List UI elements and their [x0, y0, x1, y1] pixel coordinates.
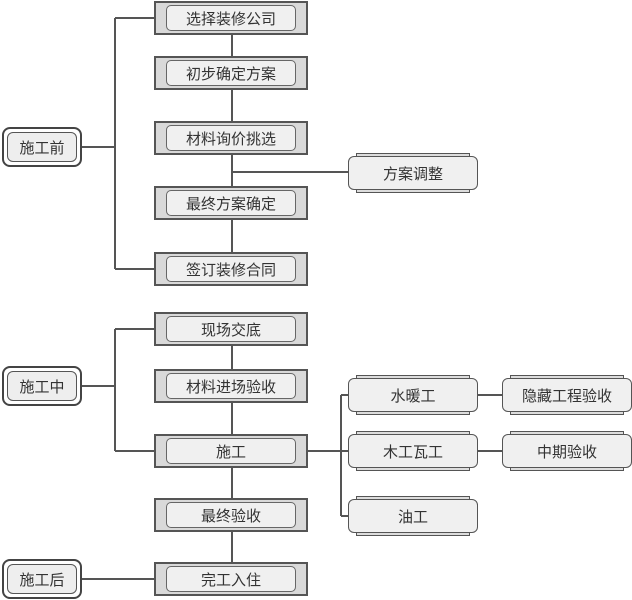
step-node: 最终验收 [154, 498, 308, 532]
connector-before [82, 17, 154, 270]
adjust-node: 方案调整 [348, 153, 478, 193]
step-node: 初步确定方案 [154, 56, 308, 90]
connector-trades [308, 394, 348, 517]
step-node: 选择装修公司 [154, 1, 308, 35]
step-node: 签订装修合同 [154, 252, 308, 286]
trade-node: 油工 [348, 496, 478, 536]
step-node: 最终方案确定 [154, 186, 308, 220]
step-node: 施工 [154, 434, 308, 468]
phase-during: 施工中 [2, 366, 82, 406]
trade-node: 木工瓦工 [348, 431, 478, 471]
step-node: 材料进场验收 [154, 369, 308, 403]
phase-before: 施工前 [2, 127, 82, 167]
trade-node: 水暖工 [348, 375, 478, 415]
inspection-node: 隐藏工程验收 [502, 375, 632, 415]
inspection-node: 中期验收 [502, 431, 632, 471]
connector-during [82, 328, 154, 452]
phase-after: 施工后 [2, 559, 82, 599]
connector-inspections [478, 394, 502, 452]
step-node: 完工入住 [154, 562, 308, 596]
step-node: 材料询价挑选 [154, 121, 308, 155]
step-node: 现场交底 [154, 312, 308, 346]
